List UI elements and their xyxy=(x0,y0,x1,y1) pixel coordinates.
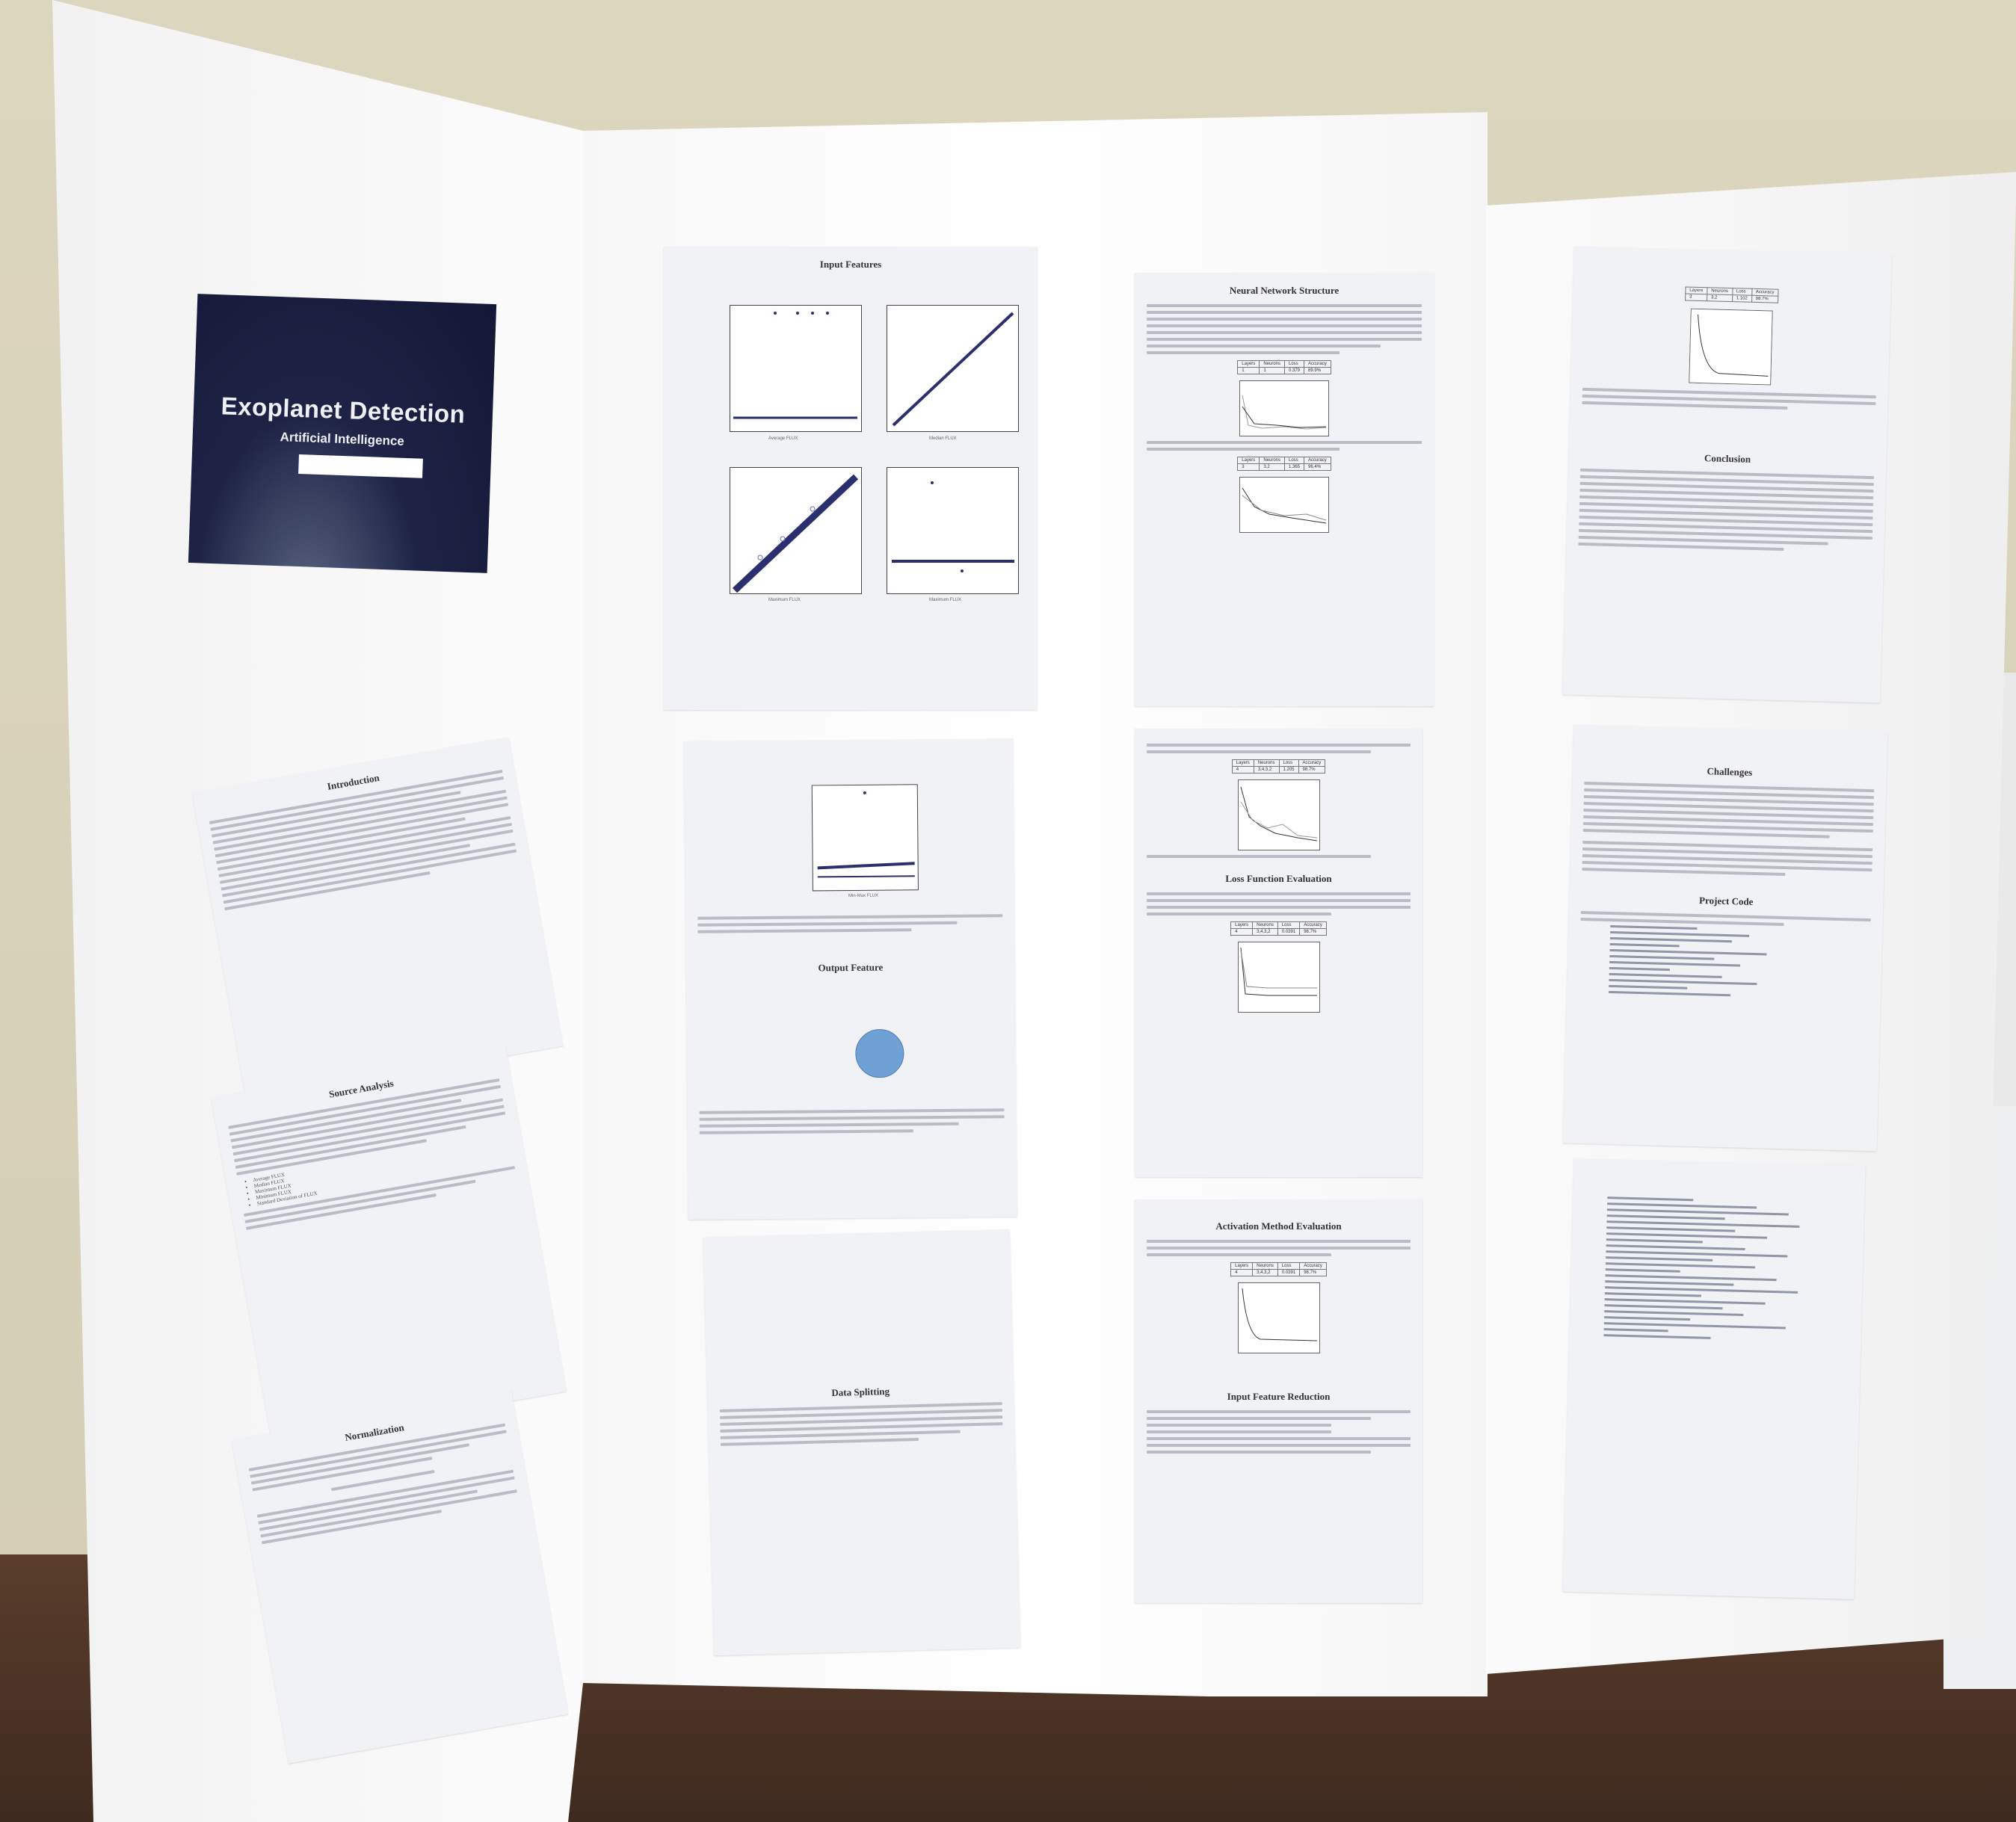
loss-function-evaluation-text xyxy=(1147,892,1411,915)
relationship-text xyxy=(697,914,1003,933)
data-splitting-heading: Data Splitting xyxy=(831,1386,890,1399)
scatter-plot-median-svg xyxy=(892,312,1014,427)
code-listing-sheet xyxy=(1562,1158,1866,1600)
neural-network-structure-heading: Neural Network Structure xyxy=(1229,285,1340,296)
axis-label-maximum: Maximum FLUX xyxy=(768,598,801,602)
input-features-sheet: Input Features Average FLUX Median FLUX … xyxy=(664,247,1038,710)
axis-label-median: Median FLUX xyxy=(929,436,957,441)
conclusion-heading: Conclusion xyxy=(1704,452,1751,465)
axis-label-average: Average FLUX xyxy=(768,436,798,441)
introduction-sheet: Introduction xyxy=(191,736,564,1102)
loss-function-evaluation-heading: Loss Function Evaluation xyxy=(1225,873,1332,884)
normalization-sheet: Normalization xyxy=(231,1390,569,1764)
project-code-heading: Project Code xyxy=(1698,895,1754,907)
scatter-plot-min-max-svg xyxy=(817,791,915,878)
input-features-heading: Input Features xyxy=(819,259,882,270)
loss-curve-chart xyxy=(1237,942,1320,1013)
axis-label-min-max: Min-Max FLUX xyxy=(848,893,879,899)
output-feature-sheet: Min-Max FLUX Output Feature xyxy=(684,738,1017,1220)
axis-label-maximum-2: Maximum FLUX xyxy=(929,598,962,602)
loss-curve-chart xyxy=(1688,308,1773,386)
loss-curve-chart xyxy=(1237,1282,1320,1353)
source-analysis-sheet: Source Analysis Average FLUX Median FLUX… xyxy=(211,1045,567,1444)
redacted-name-box xyxy=(298,454,423,478)
data-splitting-sheet: Data Splitting xyxy=(703,1229,1021,1656)
challenges-text xyxy=(1582,781,1875,878)
scatter-plot-maximum-2-svg xyxy=(892,481,1014,572)
loss-curve-chart xyxy=(1239,477,1329,533)
code-listing xyxy=(1603,1196,1821,1341)
scatter-plot-maximum-2 xyxy=(887,467,1019,594)
output-feature-heading: Output Feature xyxy=(818,961,884,974)
introduction-text xyxy=(209,769,518,911)
scatter-plot-maximum-svg xyxy=(732,474,859,593)
input-feature-reduction-heading: Input Feature Reduction xyxy=(1227,1391,1331,1402)
data-splitting-text xyxy=(719,1402,1003,1446)
loss-curve-chart xyxy=(1237,779,1320,850)
deeper-layers-text xyxy=(1147,744,1411,753)
neural-network-structure-text xyxy=(1147,304,1422,354)
title-card: Exoplanet Detection Artificial Intellige… xyxy=(188,294,497,573)
activation-method-evaluation-heading: Activation Method Evaluation xyxy=(1215,1220,1342,1232)
project-subtitle: Artificial Intelligence xyxy=(280,430,405,448)
scatter-plot-average xyxy=(730,305,862,432)
activation-method-text xyxy=(1147,1240,1411,1256)
loss-curve-chart xyxy=(1239,380,1329,436)
scatter-plot-average-svg xyxy=(733,312,857,419)
challenges-sheet: Challenges Project Code xyxy=(1562,724,1888,1152)
scatter-plot-min-max xyxy=(811,784,919,892)
challenges-heading: Challenges xyxy=(1707,765,1753,778)
output-feature-text xyxy=(699,1105,1005,1138)
conclusion-text xyxy=(1578,468,1875,553)
scatter-plot-maximum xyxy=(730,467,862,594)
pie-chart xyxy=(855,1029,904,1078)
input-feature-reduction-text xyxy=(1147,1410,1411,1454)
project-title: Exoplanet Detection xyxy=(221,392,466,428)
code-listing xyxy=(1609,924,1784,998)
scatter-plot-median xyxy=(887,305,1019,432)
